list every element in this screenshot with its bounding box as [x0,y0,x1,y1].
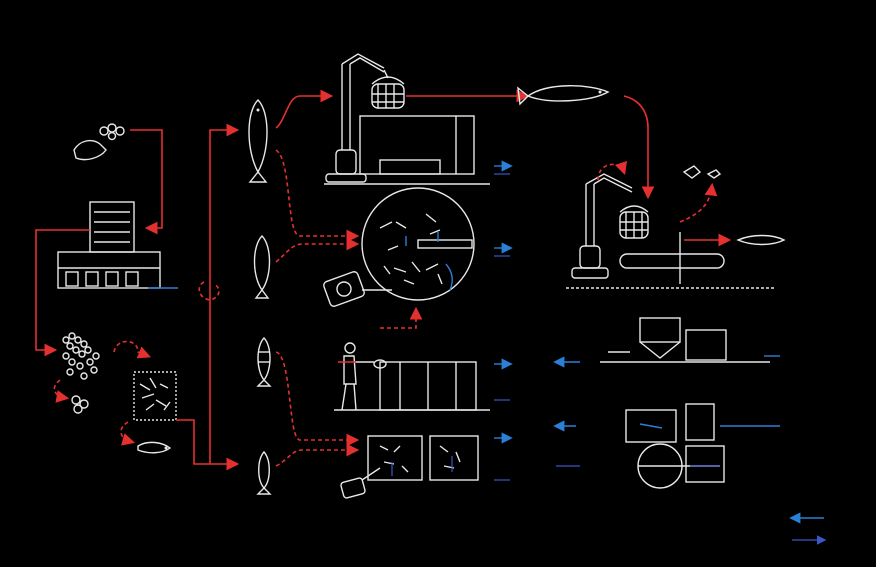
fish-icon-smolt-large [249,100,267,182]
fish-icon-fingerling [258,338,270,386]
small-fish-icon [684,166,720,178]
flow-arrow [54,380,66,398]
flow-arrow [114,342,148,357]
flow-arrow [176,420,236,464]
crane-icon [326,54,388,182]
harvest-salmon-icon [518,86,608,104]
hatchery-building-icon [58,202,178,288]
fish-cage-icon [372,77,404,108]
fish-icon-fry [258,452,270,494]
flow-arrow [276,96,330,128]
fish-icon-parr [255,236,270,298]
flow-arrow [130,130,162,228]
flow-arrow [36,230,90,350]
alevin-icon [134,372,176,420]
flow-arrow [624,96,648,196]
tank-icon [362,188,510,300]
flow-arrow [276,150,356,236]
fillet-fish-icon [738,236,784,245]
vessel-icon [323,271,392,308]
small-vessel-icon [340,468,380,499]
recirculation-loop [199,282,219,300]
fry-tanks-icon [368,436,510,480]
legend [792,518,824,540]
flow-arrow [121,422,132,442]
conveyor-icon [566,232,776,288]
flow-arrow [210,130,236,464]
broodstock-salmon-icon [74,124,124,160]
flow-arrow [276,244,356,262]
flow-arrow [276,450,356,466]
fry-icon [138,442,170,452]
crane-conveyor-icon [572,174,648,278]
eggs-icon [63,333,99,413]
worker-icon [338,343,386,410]
nursery-tanks-icon [334,362,510,410]
treatment-plant-icon [556,404,780,488]
filter-unit-icon [556,318,780,362]
flow-arrow [680,186,712,222]
flow-arrow [380,310,416,328]
